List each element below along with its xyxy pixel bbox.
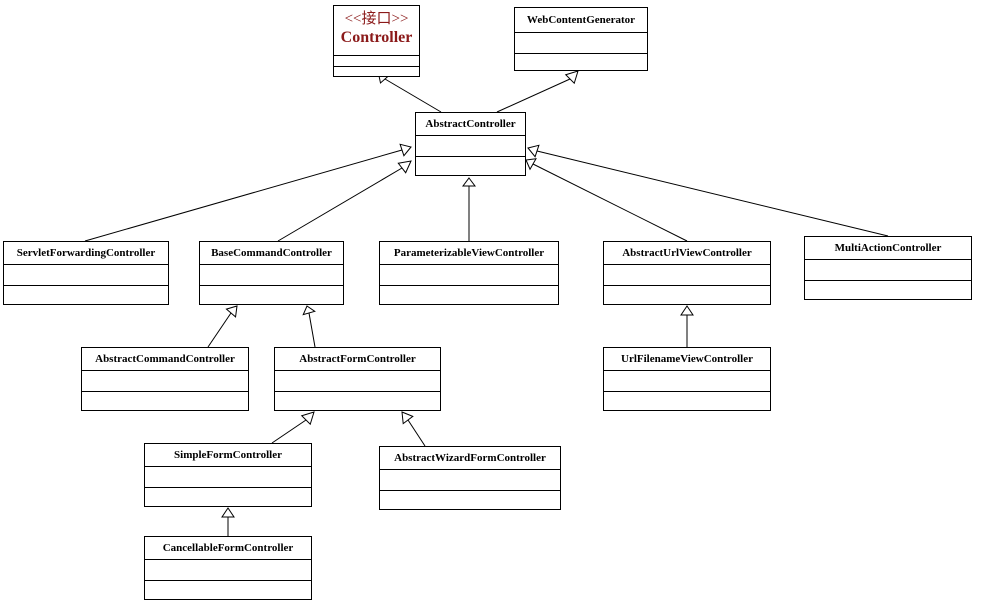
class-name: SimpleFormController: [145, 444, 311, 467]
hollow-triangle-arrowhead: [221, 507, 235, 518]
attributes-section: [805, 260, 971, 281]
generalization-edge: [527, 144, 889, 237]
methods-section: [200, 286, 343, 306]
attributes-section: [4, 265, 168, 286]
edge-line: [407, 419, 426, 447]
methods-section: [334, 67, 419, 77]
uml-class-servlet-forwarding-controller[interactable]: ServletForwardingController: [3, 241, 169, 305]
uml-class-web-content-generator[interactable]: WebContentGenerator: [514, 7, 648, 71]
class-name: MultiActionController: [805, 237, 971, 260]
methods-section: [275, 392, 440, 412]
generalization-edge: [496, 70, 579, 113]
interface-header: <<接口>> Controller: [334, 6, 419, 56]
edge-line: [277, 167, 403, 242]
uml-class-abstract-controller[interactable]: AbstractController: [415, 112, 526, 176]
uml-class-multi-action-controller[interactable]: MultiActionController: [804, 236, 972, 300]
methods-section: [515, 54, 647, 72]
class-name: ServletForwardingController: [4, 242, 168, 265]
uml-class-url-filename-view-controller[interactable]: UrlFilenameViewController: [603, 347, 771, 411]
class-name: AbstractUrlViewController: [604, 242, 770, 265]
class-name: UrlFilenameViewController: [604, 348, 770, 371]
uml-class-abstract-form-controller[interactable]: AbstractFormController: [274, 347, 441, 411]
generalization-edge: [84, 143, 412, 242]
attributes-section: [416, 136, 525, 157]
attributes-section: [275, 371, 440, 392]
uml-class-base-command-controller[interactable]: BaseCommandController: [199, 241, 344, 305]
hollow-triangle-arrowhead: [527, 144, 540, 158]
uml-interface-controller[interactable]: <<接口>> Controller: [333, 5, 420, 77]
methods-section: [82, 392, 248, 412]
methods-section: [4, 286, 168, 306]
uml-class-abstract-url-view-controller[interactable]: AbstractUrlViewController: [603, 241, 771, 305]
hollow-triangle-arrowhead: [680, 305, 694, 316]
uml-class-cancellable-form-controller[interactable]: CancellableFormController: [144, 536, 312, 600]
edge-line: [84, 149, 403, 242]
attributes-section: [380, 265, 558, 286]
class-name: BaseCommandController: [200, 242, 343, 265]
uml-class-abstract-wizard-form-controller[interactable]: AbstractWizardFormController: [379, 446, 561, 510]
methods-section: [604, 286, 770, 306]
attributes-section: [82, 371, 248, 392]
interface-stereotype: <<接口>>: [344, 11, 409, 27]
class-name: AbstractCommandController: [82, 348, 248, 371]
generalization-edge: [401, 411, 426, 447]
methods-section: [380, 286, 558, 306]
class-name: WebContentGenerator: [515, 8, 647, 33]
methods-section: [380, 491, 560, 511]
class-name: AbstractWizardFormController: [380, 447, 560, 470]
edge-line: [308, 312, 316, 348]
edge-line: [496, 78, 571, 113]
edge-line: [532, 163, 688, 242]
edge-line: [384, 78, 442, 113]
hollow-triangle-arrowhead: [302, 305, 316, 316]
attributes-section: [145, 467, 311, 488]
attributes-section: [604, 371, 770, 392]
class-name: AbstractController: [416, 113, 525, 136]
attributes-section: [515, 33, 647, 54]
generalization-edge: [271, 411, 315, 444]
methods-section: [604, 392, 770, 412]
generalization-edge: [221, 507, 235, 536]
hollow-triangle-arrowhead: [399, 143, 412, 157]
uml-class-abstract-command-controller[interactable]: AbstractCommandController: [81, 347, 249, 411]
interface-name: Controller: [340, 29, 413, 46]
hollow-triangle-arrowhead: [401, 411, 414, 425]
generalization-edge: [525, 158, 688, 242]
generalization-edge: [207, 305, 238, 348]
hollow-triangle-arrowhead: [564, 70, 579, 85]
methods-section: [416, 157, 525, 177]
hollow-triangle-arrowhead: [300, 411, 315, 426]
methods-section: [805, 281, 971, 301]
uml-class-simple-form-controller[interactable]: SimpleFormController: [144, 443, 312, 507]
generalization-edge: [277, 160, 412, 242]
hollow-triangle-arrowhead: [225, 305, 238, 318]
generalization-edge: [462, 177, 476, 241]
methods-section: [145, 488, 311, 508]
class-name: ParameterizableViewController: [380, 242, 558, 265]
hollow-triangle-arrowhead: [462, 177, 476, 187]
edge-line: [207, 312, 232, 348]
generalization-edge: [302, 305, 316, 348]
edge-line: [271, 419, 307, 444]
attributes-section: [604, 265, 770, 286]
attributes-section: [380, 470, 560, 491]
uml-class-parameterizable-view-controller[interactable]: ParameterizableViewController: [379, 241, 559, 305]
methods-section: [145, 581, 311, 601]
hollow-triangle-arrowhead: [525, 158, 537, 171]
class-name: AbstractFormController: [275, 348, 440, 371]
attributes-section: [145, 560, 311, 581]
attributes-section: [200, 265, 343, 286]
generalization-edge: [377, 70, 442, 113]
edge-line: [536, 150, 889, 237]
generalization-edge: [680, 305, 694, 347]
class-name: CancellableFormController: [145, 537, 311, 560]
hollow-triangle-arrowhead: [397, 160, 412, 174]
attributes-section: [334, 56, 419, 67]
